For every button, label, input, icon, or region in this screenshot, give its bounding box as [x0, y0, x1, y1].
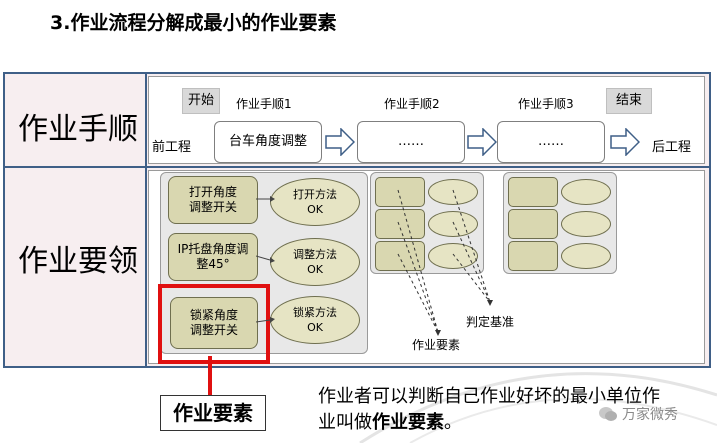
wechat-icon	[599, 407, 617, 421]
next-process: 后工程	[652, 140, 692, 155]
element-pointer-label: 作业要素	[412, 338, 461, 352]
note-line-2: 业叫做作业要素。	[318, 412, 462, 433]
end-tag: 结束	[606, 88, 652, 114]
callout-line	[208, 356, 212, 398]
step-1-box: 台车角度调整	[214, 121, 322, 163]
note-emphasis: 作业要素	[372, 412, 444, 433]
note-line-1: 作业者可以判断自己作业好坏的最小单位作	[318, 386, 660, 407]
essentials-row-label: 作业要领	[18, 244, 138, 279]
method-status: OK	[307, 263, 323, 276]
step-3-label: 作业手顺3	[518, 97, 574, 111]
method-status: OK	[307, 321, 323, 334]
method-label: 锁紧方法	[293, 306, 337, 319]
element-method-lock: 锁紧方法 OK	[270, 296, 360, 344]
arrow-right-icon	[325, 128, 355, 156]
watermark-text: 万家微秀	[622, 407, 678, 423]
element-box-adjust-angle: IP托盘角度调 整45°	[168, 233, 258, 281]
prev-process: 前工程	[152, 140, 192, 155]
arrow-right-icon	[610, 128, 640, 156]
element-box-open-switch: 打开角度 调整开关	[168, 176, 258, 224]
element-box-lock-switch: 锁紧角度 调整开关	[170, 297, 258, 349]
method-status: OK	[307, 203, 323, 216]
element-callout-box: 作业要素	[160, 395, 266, 431]
dashed-pointer-lines	[397, 189, 493, 336]
step-2-label: 作业手顺2	[384, 97, 440, 111]
step-1-label: 作业手顺1	[236, 97, 292, 111]
method-label: 打开方法	[293, 188, 337, 201]
judge-criteria-label: 判定基准	[466, 315, 515, 329]
watermark-arc	[359, 372, 717, 443]
procedure-row-label: 作业手顺	[18, 112, 138, 147]
watermark: 万家微秀	[598, 404, 678, 424]
arrow-right-icon	[467, 128, 497, 156]
step-3-box: ……	[497, 121, 605, 163]
page-title: 3.作业流程分解成最小的作业要素	[50, 12, 337, 34]
step-2-box: ……	[357, 121, 465, 163]
highlight-frame	[158, 284, 270, 364]
element-method-open: 打开方法 OK	[270, 178, 360, 226]
element-method-adjust: 调整方法 OK	[270, 238, 360, 286]
start-tag: 开始	[182, 88, 220, 114]
definition-note: 作业者可以判断自己作业好坏的最小单位作 业叫做作业要素。	[318, 384, 660, 436]
method-label: 调整方法	[293, 248, 337, 261]
connector-lines	[256, 196, 275, 323]
